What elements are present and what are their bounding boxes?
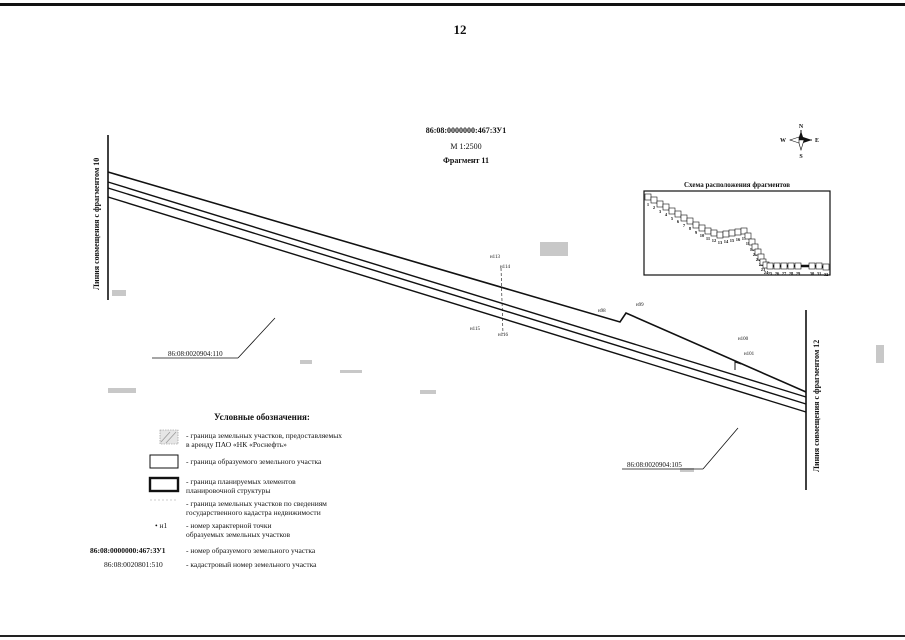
inset-fragment-number: 13	[718, 240, 723, 245]
inset-fragment-number: 28	[789, 271, 794, 276]
legend-parcel-number-sample: 86:08:0000000:467:ЗУ1	[90, 546, 166, 555]
inset-fragment-number: 27	[782, 271, 787, 276]
inset-fragment-number: 12	[712, 238, 717, 243]
point-label: н99	[636, 303, 644, 308]
inset-fragment-box	[787, 262, 795, 270]
legend-cadastral-number-sample: 86:08:0020801:510	[104, 560, 163, 569]
corridor-line-3	[107, 187, 807, 405]
inset-fragment-box	[744, 232, 752, 240]
faint-background-marks	[108, 242, 884, 472]
legend-hatched-area-icon	[159, 429, 179, 445]
inset-fragment-number: 30	[810, 271, 815, 276]
inset-fragment-number: 8	[689, 226, 692, 231]
inset-fragment-box	[662, 203, 670, 211]
page-number: 12	[453, 22, 467, 37]
inset-fragment-number: 2	[653, 205, 656, 210]
inset-fragment-number: 29	[796, 271, 801, 276]
compass-n: N	[799, 124, 804, 130]
inset-fragment-number: 31	[817, 271, 822, 276]
legend-item-dashed-line: - граница земельных участков по сведения…	[186, 499, 327, 517]
inset-fragment-number: 11	[706, 236, 711, 241]
inset-fragment-box	[822, 263, 830, 271]
corridor-boundaries	[107, 171, 807, 413]
legend-thick-rect-icon	[148, 476, 180, 493]
inset-fragment-box	[686, 217, 694, 225]
legend-thin-rect-icon	[149, 454, 179, 469]
point-label: н98	[598, 309, 606, 314]
corridor-line-4	[107, 196, 807, 413]
cadastral-label: 86:08:0020904:105	[627, 461, 682, 469]
compass-e: E	[815, 138, 819, 144]
notch-boundary	[734, 361, 742, 370]
top-rule	[0, 3, 905, 6]
corridor-line-2	[107, 181, 807, 398]
legend-item-hatched: - граница земельных участков, предоставл…	[186, 431, 343, 449]
inset-fragment-box	[773, 262, 781, 270]
legend-item-parcel-number: - номер образуемого земельного участка	[186, 546, 316, 555]
inset-fragment-number: 26	[775, 271, 780, 276]
point-labels: н113 н114 н115 н116 н98 н99 н100 н101	[470, 255, 755, 357]
right-edge-label: Линия совмещения с фрагментом 12	[812, 340, 821, 472]
inset-fragment-number: 23	[761, 267, 766, 272]
inset-fragment-box	[674, 210, 682, 218]
inset-fragment-number: 16	[736, 237, 741, 242]
inset-fragment-boxes: 1234567891011121314151617181920212223242…	[644, 193, 830, 277]
inset-fragment-number: 3	[659, 209, 662, 214]
cadastral-label: 86:08:0020904:110	[168, 350, 223, 358]
inset-fragment-number: 15	[730, 238, 735, 243]
inset-title: Схема расположения фрагментов	[684, 181, 790, 189]
inset-fragment-box	[808, 262, 816, 270]
inset-fragment-number: 24	[764, 270, 769, 275]
legend-item-cadastral-number: - кадастровый номер земельного участка	[186, 560, 317, 569]
cadastral-callout-2: 86:08:0020904:105	[622, 427, 739, 470]
point-label: н100	[738, 337, 749, 342]
fragment-label: Фрагмент 11	[443, 156, 489, 165]
inset-fragment-number: 4	[665, 212, 668, 217]
legend-item-thin-rect: - граница образуемого земельного участка	[186, 457, 322, 466]
inset-fragment-number: 1	[647, 202, 650, 207]
inset-fragment-number: 25	[768, 271, 773, 276]
scale-label: М 1:2500	[450, 142, 481, 151]
inset-fragment-box	[740, 227, 748, 235]
point-label: н115	[470, 327, 480, 332]
inset-fragment-box	[794, 262, 802, 270]
point-label: н101	[744, 352, 755, 357]
point-label: н113	[490, 255, 500, 260]
inset-fragment-number: 10	[700, 233, 705, 238]
inset-fragment-number: 32	[824, 272, 829, 277]
cadastral-callout-1: 86:08:0020904:110	[152, 317, 276, 359]
inset-fragment-box	[766, 262, 774, 270]
inset-fragment-number: 7	[683, 223, 686, 228]
parcel-id-title: 86:08:0000000:467:ЗУ1	[426, 126, 507, 135]
inset-fragment-box	[815, 262, 823, 270]
inset-fragment-box	[780, 262, 788, 270]
compass-w: W	[780, 138, 786, 144]
inset-fragment-number: 5	[671, 216, 674, 221]
inset-fragment-number: 9	[695, 230, 698, 235]
corridor-outer-boundary	[107, 171, 807, 393]
legend-point-sample: • н1	[155, 521, 168, 530]
inset-fragment-box	[650, 196, 658, 204]
inset-fragment-number: 18	[746, 241, 751, 246]
inset-fragment-number: 14	[724, 239, 729, 244]
bottom-rule	[0, 635, 905, 637]
legend-title: Условные обозначения:	[214, 412, 310, 422]
left-edge-label: Линия совмещения с фрагментом 10	[92, 158, 101, 290]
point-label: н116	[498, 333, 508, 338]
inset-location-scheme: Схема расположения фрагментов 1234567891…	[643, 181, 831, 277]
point-label: н114	[500, 265, 510, 270]
compass-rose-icon: N S W E	[780, 124, 819, 160]
cross-boundary	[500, 267, 504, 335]
compass-s: S	[799, 154, 803, 160]
inset-fragment-number: 17	[742, 236, 747, 241]
inset-fragment-number: 6	[677, 219, 680, 224]
